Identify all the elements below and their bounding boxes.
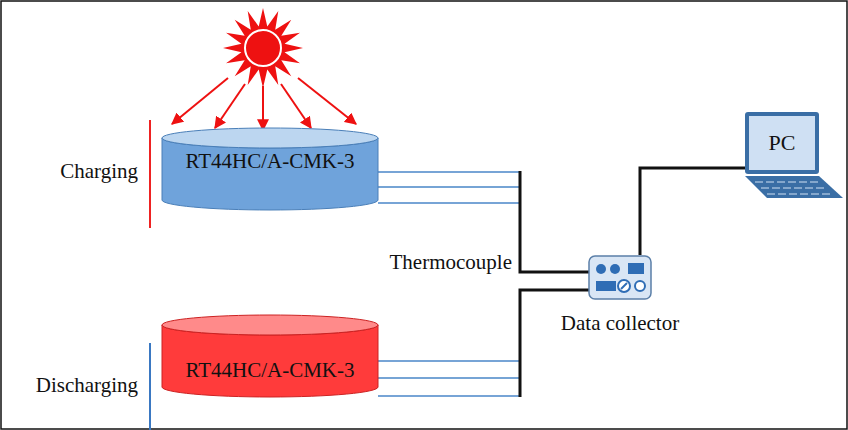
bracket-line <box>149 343 151 430</box>
sun-symbol <box>223 8 303 88</box>
pc-laptop-outline <box>745 112 845 200</box>
pcm-cylinder-outline <box>162 315 378 397</box>
thermocouple-wire <box>640 168 745 255</box>
data-collector: Data collector <box>588 255 652 300</box>
bracket-line <box>149 120 151 228</box>
process-label: Charging <box>60 160 138 183</box>
thermocouple-wire <box>378 290 588 378</box>
screen-label: PC <box>769 131 796 155</box>
pcm-cylinder: RT44HC/A-CMK-3 <box>162 128 378 210</box>
sun-disc <box>245 30 281 66</box>
process-label: Discharging <box>36 374 138 397</box>
device-label: Data collector <box>561 312 679 335</box>
wire-trunk <box>520 171 590 397</box>
thermocouple-wires <box>378 172 520 396</box>
data-collector-outline <box>588 255 652 300</box>
wire-label: Thermocouple <box>390 251 512 274</box>
pcm-cylinder: RT44HC/A-CMK-3 <box>162 315 378 397</box>
material-label: RT44HC/A-CMK-3 <box>185 150 354 173</box>
sun-ray <box>223 8 303 88</box>
sun-rays <box>172 78 356 130</box>
pc-laptop: PC <box>745 112 845 200</box>
material-label: RT44HC/A-CMK-3 <box>185 359 354 382</box>
